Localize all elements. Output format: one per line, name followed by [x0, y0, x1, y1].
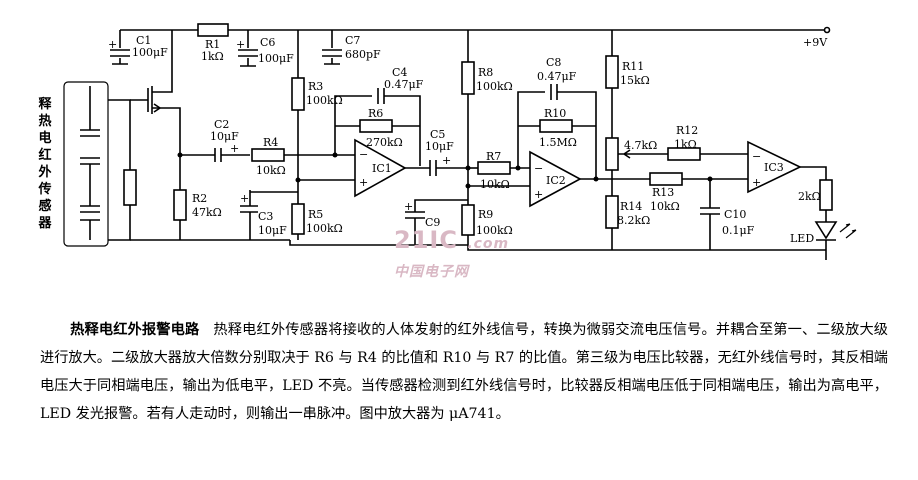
- r7-value: 10kΩ: [480, 178, 510, 191]
- sensor-resistor: [123, 169, 137, 206]
- c1-ref: C1: [136, 34, 151, 47]
- c8-value: 0.47μF: [537, 70, 577, 83]
- r6-resistor: [359, 119, 393, 133]
- r3-resistor: [291, 77, 305, 111]
- svg-text:+: +: [442, 154, 451, 167]
- r1-value: 1kΩ: [201, 50, 224, 63]
- ic2-opamp: [529, 150, 582, 208]
- r10-value: 1.5MΩ: [539, 136, 577, 149]
- r13-ref: R13: [652, 186, 674, 199]
- ic2-label: IC2: [546, 174, 566, 187]
- c7-ref: C7: [345, 34, 360, 47]
- c6-value: 100μF: [258, 52, 294, 65]
- r14-ref: R14: [620, 200, 642, 213]
- r11-value: 15kΩ: [620, 74, 650, 87]
- r5-ref: R5: [308, 208, 323, 221]
- r12-value: 1kΩ: [674, 138, 697, 151]
- svg-text:+: +: [534, 188, 543, 201]
- ic3-label: IC3: [764, 161, 784, 174]
- c5-ref: C5: [430, 128, 445, 141]
- svg-text:−: −: [359, 148, 368, 161]
- c4-value: 0.47μF: [384, 78, 424, 91]
- supply-terminal: [823, 26, 831, 34]
- r6-ref: R6: [368, 107, 383, 120]
- c9-ref: C9: [425, 216, 440, 229]
- r10-resistor: [539, 119, 573, 133]
- r9-value: 100kΩ: [476, 224, 513, 237]
- r4-value: 10kΩ: [256, 164, 286, 177]
- c2-value: 10μF: [210, 130, 239, 143]
- r11-resistor: [605, 55, 619, 89]
- c7-value: 680pF: [345, 48, 381, 61]
- r10-ref: R10: [544, 107, 566, 120]
- r8-resistor: [461, 61, 475, 95]
- r4-resistor: [251, 148, 285, 162]
- c3-value: 10μF: [258, 224, 287, 237]
- ground-rail: [289, 240, 826, 251]
- c2-ref: C2: [214, 118, 229, 131]
- watermark-sub: 中国电子网: [394, 264, 469, 280]
- r1-ref: R1: [205, 38, 220, 51]
- svg-text:+: +: [108, 38, 117, 51]
- svg-text:−: −: [534, 162, 543, 175]
- r5-resistor: [291, 203, 305, 235]
- r4-ref: R4: [263, 136, 278, 149]
- watermark: 21IC .com 中国电子网: [394, 226, 509, 282]
- r2-resistor: [173, 189, 187, 221]
- r8-value: 100kΩ: [476, 80, 513, 93]
- r14-value: 8.2kΩ: [617, 214, 650, 227]
- c5-value: 10μF: [425, 140, 454, 153]
- caption-body: 热释电红外传感器将接收的人体发射的红外线信号，转换为微弱交流电压信号。并耦合至第…: [40, 322, 888, 422]
- watermark-main: 21IC: [394, 226, 458, 254]
- led-label: LED: [790, 232, 814, 245]
- r7-ref: R7: [486, 150, 501, 163]
- r2-ref: R2: [192, 192, 207, 205]
- r1-resistor: [197, 23, 229, 37]
- r8-ref: R8: [478, 66, 493, 79]
- ic1-opamp: [354, 138, 407, 198]
- r5-value: 100kΩ: [306, 222, 343, 235]
- circuit-schematic: +9V + C1 100μF R1 1kΩ + C6 100μF C7 680p…: [63, 23, 857, 260]
- pot-resistor: [605, 137, 619, 171]
- c4-ref: C4: [392, 66, 407, 79]
- ic3-opamp: [747, 140, 802, 194]
- led-diode: [814, 221, 838, 240]
- svg-text:+: +: [359, 176, 368, 189]
- svg-text:+: +: [752, 176, 761, 189]
- r2-value: 47kΩ: [192, 206, 222, 219]
- svg-text:−: −: [752, 150, 761, 163]
- c1-value: 100μF: [132, 46, 168, 59]
- svg-text:+: +: [230, 142, 239, 155]
- sensor-label: 释热电红外传感器: [38, 97, 52, 231]
- watermark-domain: .com: [467, 236, 510, 252]
- sensor-enclosure: [63, 81, 109, 247]
- r-led-value: 2kΩ: [798, 190, 821, 203]
- r12-ref: R12: [676, 124, 698, 137]
- svg-text:+: +: [236, 38, 245, 51]
- svg-text:+: +: [240, 192, 249, 205]
- caption: 热释电红外报警电路 热释电红外传感器将接收的人体发射的红外线信号，转换为微弱交流…: [40, 316, 888, 428]
- r6-value: 270kΩ: [366, 136, 403, 149]
- c10-ref: C10: [724, 208, 746, 221]
- r3-ref: R3: [308, 80, 323, 93]
- c10-value: 0.1μF: [722, 224, 755, 237]
- c6-ref: C6: [260, 36, 275, 49]
- c8-ref: C8: [546, 56, 561, 69]
- r13-resistor: [649, 172, 683, 186]
- r3-value: 100kΩ: [306, 94, 343, 107]
- r9-ref: R9: [478, 208, 493, 221]
- svg-text:+: +: [404, 200, 413, 213]
- r13-value: 10kΩ: [650, 200, 680, 213]
- c3-ref: C3: [258, 210, 273, 223]
- pot-value: 4.7kΩ: [624, 139, 657, 152]
- r11-ref: R11: [622, 60, 644, 73]
- r-led-resistor: [819, 179, 833, 211]
- caption-title: 热释电红外报警电路: [70, 322, 200, 338]
- r7-resistor: [477, 161, 511, 175]
- ic1-label: IC1: [372, 162, 392, 175]
- supply-label: +9V: [803, 36, 828, 49]
